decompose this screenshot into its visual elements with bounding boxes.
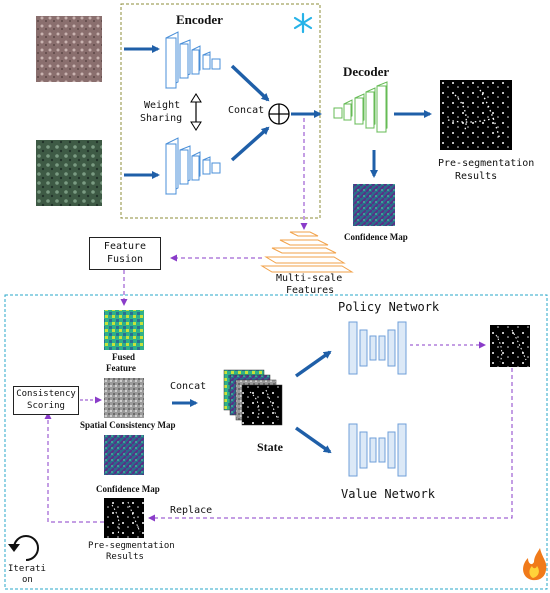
confidence-map-bottom-label: Confidence Map [96,484,160,494]
encoder-bottom [165,137,221,195]
dashed-loop-to-scoring [44,412,104,523]
multiscale-label-2: Features [286,285,335,296]
feature-fusion-label-2: Fusion [106,254,144,265]
feature-fusion-box: Feature Fusion [89,237,161,270]
arrow-encoder1-to-concat [230,64,270,102]
weight-sharing-label-2: Sharing [140,113,183,124]
circular-arrow-icon [8,535,39,561]
encoder-frame [120,3,321,219]
replace-label: Replace [170,505,213,516]
fused-feature-label-1: Fused [112,352,136,362]
value-network [348,423,407,477]
arrow-encoder2-to-concat [230,126,270,162]
fire-icon [523,548,547,581]
snowflake-icon [293,12,313,34]
dashed-replace-loop [148,368,513,522]
confidence-map-top-label: Confidence Map [344,232,408,242]
fused-feature-label-2: Feature [106,363,136,373]
rl-frame [4,294,548,590]
decoder [333,81,388,133]
multiscale-features [260,231,354,273]
preseg-bottom-label-2: Results [106,552,144,562]
concat-bottom-label: Concat [170,381,207,392]
input-image-2 [36,140,102,206]
arrow-state-to-policy [294,350,332,378]
fused-feature-image [104,310,144,350]
consistency-scoring-label-1: Consistency [16,389,76,399]
preseg-bottom-label-1: Pre-segmentation [88,541,175,551]
iteration-label-1: Iterati [8,564,46,574]
feature-fusion-label-1: Feature [103,241,147,252]
circle-plus-icon [268,103,290,125]
confidence-map-top [353,184,395,226]
state-stack [223,369,283,426]
preseg-top-label-1: Pre-segmentation [438,158,535,169]
arrow-state-to-value [294,426,332,454]
consistency-scoring-box: Consistency Scoring [13,386,79,415]
policy-network [348,321,407,375]
preseg-top-label-2: Results [455,171,498,182]
confidence-map-bottom [104,435,144,475]
encoder-title: Encoder [176,12,223,27]
weight-sharing-label-1: Weight [144,100,181,111]
preseg-image-top [440,80,512,150]
state-label: State [257,440,283,454]
preseg-image-bottom [104,498,144,538]
spatial-consistency-label: Spatial Consistency Map [80,420,176,430]
decoder-title: Decoder [343,64,390,79]
encoder-top [165,31,221,89]
input-image-1 [36,16,102,82]
double-arrow-icon [190,93,202,131]
multiscale-label-1: Multi-scale [276,273,343,284]
spatial-consistency-image [104,378,144,418]
iteration-label-2: on [22,575,33,585]
consistency-scoring-label-2: Scoring [27,401,65,411]
value-network-label: Value Network [341,487,435,501]
concat-top-label: Concat [228,105,265,116]
policy-output-image [490,325,530,367]
policy-network-label: Policy Network [338,300,440,314]
